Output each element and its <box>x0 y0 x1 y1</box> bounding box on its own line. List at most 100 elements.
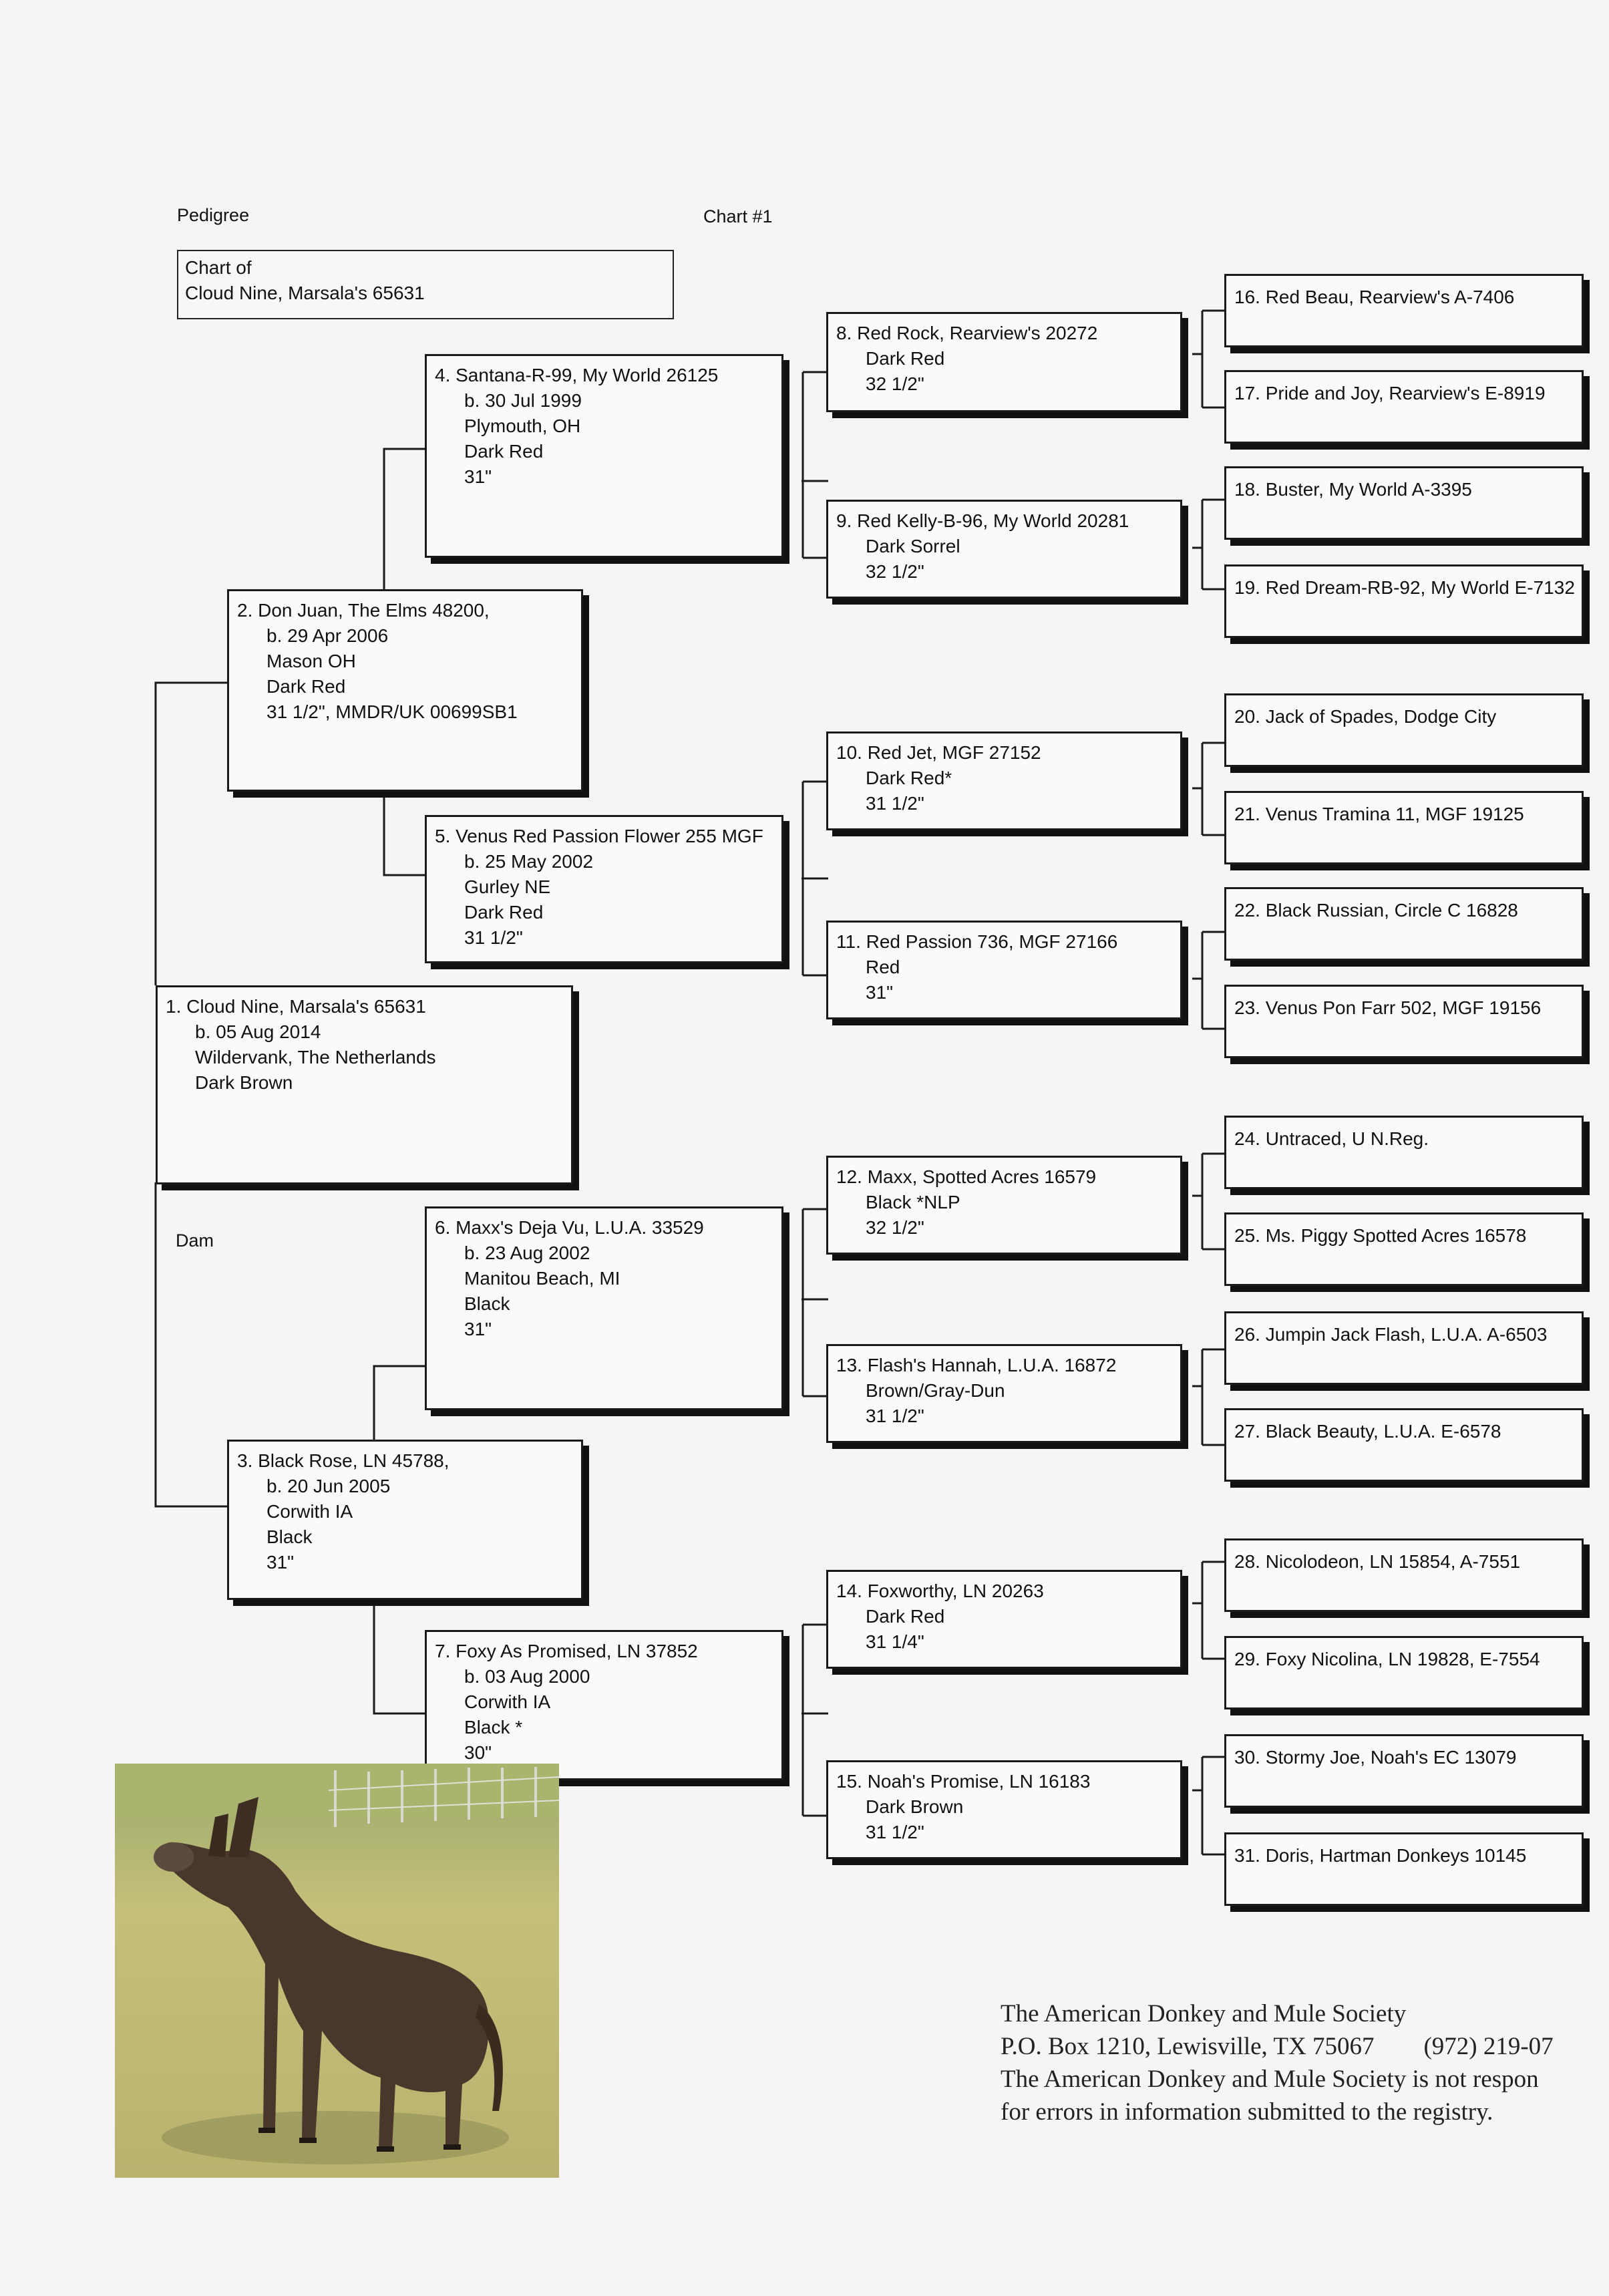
footer-org: The American Donkey and Mule Society <box>1001 2000 1407 2027</box>
animal-name: 16. Red Beau, Rearview's A-7406 <box>1234 287 1515 307</box>
animal-name: 14. Foxworthy, LN 20263 <box>836 1581 1044 1601</box>
animal-color: Dark Brown <box>866 1796 964 1817</box>
animal-20: 20. Jack of Spades, Dodge City <box>1224 693 1584 767</box>
animal-name: 18. Buster, My World A-3395 <box>1234 479 1472 500</box>
animal-name: 19. Red Dream-RB-92, My World E-7132 <box>1234 577 1575 598</box>
animal-name: 7. Foxy As Promised, LN 37852 <box>435 1641 698 1661</box>
animal-name: 21. Venus Tramina 11, MGF 19125 <box>1234 804 1524 824</box>
animal-name: 11. Red Passion 736, MGF 27166 <box>836 931 1118 952</box>
animal-2-sire: 2. Don Juan, The Elms 48200, b. 29 Apr 2… <box>227 589 583 792</box>
animal-name: 4. Santana-R-99, My World 26125 <box>435 365 719 385</box>
footer-disclaimer-2: for errors in information submitted to t… <box>1001 2098 1493 2126</box>
animal-19: 19. Red Dream-RB-92, My World E-7132 <box>1224 564 1584 638</box>
animal-name: 24. Untraced, U N.Reg. <box>1234 1128 1429 1149</box>
animal-color: Black <box>266 1526 313 1547</box>
animal-born: b. 23 Aug 2002 <box>464 1243 590 1263</box>
animal-height: 32 1/2" <box>866 373 924 394</box>
chart-of-label: Chart of <box>185 257 252 278</box>
animal-16: 16. Red Beau, Rearview's A-7406 <box>1224 274 1584 347</box>
animal-height: 31 1/2" <box>464 927 523 948</box>
animal-color: Black *NLP <box>866 1192 960 1212</box>
animal-color: Dark Red <box>866 348 945 369</box>
animal-name: 20. Jack of Spades, Dodge City <box>1234 706 1497 727</box>
animal-color: Dark Red* <box>866 768 952 788</box>
animal-name: 13. Flash's Hannah, L.U.A. 16872 <box>836 1355 1117 1375</box>
animal-color: Black * <box>464 1717 523 1738</box>
animal-height: 31" <box>464 466 492 487</box>
footer-address: P.O. Box 1210, Lewisville, TX 75067 <box>1001 2033 1375 2060</box>
animal-color: Dark Brown <box>195 1072 293 1093</box>
animal-height: 32 1/2" <box>866 561 924 582</box>
animal-height: 31" <box>266 1552 295 1573</box>
animal-name: 25. Ms. Piggy Spotted Acres 16578 <box>1234 1225 1527 1246</box>
animal-color: Dark Red <box>866 1606 945 1627</box>
animal-14: 14. Foxworthy, LN 20263 Dark Red 31 1/4" <box>826 1570 1182 1669</box>
animal-30: 30. Stormy Joe, Noah's EC 13079 <box>1224 1734 1584 1808</box>
animal-12: 12. Maxx, Spotted Acres 16579 Black *NLP… <box>826 1156 1182 1255</box>
animal-name: 2. Don Juan, The Elms 48200, <box>237 600 490 621</box>
animal-color: Dark Red <box>464 902 544 923</box>
animal-name: 9. Red Kelly-B-96, My World 20281 <box>836 510 1129 531</box>
animal-24: 24. Untraced, U N.Reg. <box>1224 1116 1584 1189</box>
dam-label: Dam <box>176 1231 214 1251</box>
animal-place: Corwith IA <box>464 1691 551 1712</box>
animal-name: 10. Red Jet, MGF 27152 <box>836 742 1041 763</box>
animal-1-subject: 1. Cloud Nine, Marsala's 65631 b. 05 Aug… <box>156 985 573 1184</box>
animal-height: 30" <box>464 1742 492 1763</box>
chart-subject: Cloud Nine, Marsala's 65631 <box>185 283 425 303</box>
animal-4: 4. Santana-R-99, My World 26125 b. 30 Ju… <box>425 354 783 558</box>
animal-31: 31. Doris, Hartman Donkeys 10145 <box>1224 1832 1584 1906</box>
animal-height: 31" <box>464 1319 492 1339</box>
chart-number: Chart #1 <box>703 206 773 226</box>
animal-3-dam: 3. Black Rose, LN 45788, b. 20 Jun 2005 … <box>227 1440 583 1600</box>
animal-name: 23. Venus Pon Farr 502, MGF 19156 <box>1234 997 1542 1018</box>
animal-color: Black <box>464 1293 510 1314</box>
animal-8: 8. Red Rock, Rearview's 20272 Dark Red 3… <box>826 312 1182 412</box>
animal-9: 9. Red Kelly-B-96, My World 20281 Dark S… <box>826 500 1182 599</box>
animal-13: 13. Flash's Hannah, L.U.A. 16872 Brown/G… <box>826 1344 1182 1443</box>
animal-color: Dark Sorrel <box>866 536 960 556</box>
animal-name: 6. Maxx's Deja Vu, L.U.A. 33529 <box>435 1217 704 1238</box>
animal-name: 3. Black Rose, LN 45788, <box>237 1450 450 1471</box>
footer: The American Donkey and Mule Society P.O… <box>1001 1997 1609 2128</box>
animal-18: 18. Buster, My World A-3395 <box>1224 466 1584 540</box>
animal-name: 27. Black Beauty, L.U.A. E-6578 <box>1234 1421 1501 1442</box>
animal-color: Dark Red <box>266 676 346 697</box>
animal-born: b. 03 Aug 2000 <box>464 1666 590 1687</box>
animal-name: 22. Black Russian, Circle C 16828 <box>1234 900 1518 921</box>
animal-25: 25. Ms. Piggy Spotted Acres 16578 <box>1224 1212 1584 1286</box>
animal-28: 28. Nicolodeon, LN 15854, A-7551 <box>1224 1538 1584 1612</box>
animal-height: 31 1/2", MMDR/UK 00699SB1 <box>266 701 518 722</box>
animal-born: b. 30 Jul 1999 <box>464 390 582 411</box>
animal-name: 5. Venus Red Passion Flower 255 MGF <box>435 826 763 846</box>
animal-17: 17. Pride and Joy, Rearview's E-8919 <box>1224 370 1584 444</box>
animal-color: Brown/Gray-Dun <box>866 1380 1005 1401</box>
animal-27: 27. Black Beauty, L.U.A. E-6578 <box>1224 1408 1584 1482</box>
animal-26: 26. Jumpin Jack Flash, L.U.A. A-6503 <box>1224 1311 1584 1385</box>
animal-21: 21. Venus Tramina 11, MGF 19125 <box>1224 791 1584 864</box>
animal-name: 29. Foxy Nicolina, LN 19828, E-7554 <box>1234 1649 1540 1669</box>
animal-height: 31" <box>866 982 894 1003</box>
animal-born: b. 05 Aug 2014 <box>195 1021 321 1042</box>
animal-name: 26. Jumpin Jack Flash, L.U.A. A-6503 <box>1234 1324 1548 1345</box>
animal-11: 11. Red Passion 736, MGF 27166 Red 31" <box>826 921 1182 1019</box>
animal-10: 10. Red Jet, MGF 27152 Dark Red* 31 1/2" <box>826 731 1182 830</box>
animal-born: b. 29 Apr 2006 <box>266 625 389 646</box>
animal-born: b. 20 Jun 2005 <box>266 1476 391 1496</box>
animal-name: 8. Red Rock, Rearview's 20272 <box>836 323 1098 343</box>
footer-disclaimer-1: The American Donkey and Mule Society is … <box>1001 2066 1539 2093</box>
animal-22: 22. Black Russian, Circle C 16828 <box>1224 887 1584 961</box>
animal-name: 31. Doris, Hartman Donkeys 10145 <box>1234 1845 1527 1866</box>
animal-place: Gurley NE <box>464 876 551 897</box>
animal-height: 31 1/2" <box>866 793 924 814</box>
footer-address-line: P.O. Box 1210, Lewisville, TX 75067(972)… <box>1001 2030 1609 2063</box>
animal-29: 29. Foxy Nicolina, LN 19828, E-7554 <box>1224 1636 1584 1709</box>
animal-name: 12. Maxx, Spotted Acres 16579 <box>836 1166 1097 1187</box>
animal-name: 28. Nicolodeon, LN 15854, A-7551 <box>1234 1551 1521 1572</box>
animal-5: 5. Venus Red Passion Flower 255 MGF b. 2… <box>425 815 783 963</box>
page-title: Pedigree <box>177 205 250 225</box>
animal-height: 31 1/2" <box>866 1406 924 1426</box>
animal-height: 32 1/2" <box>866 1217 924 1238</box>
animal-color: Dark Red <box>464 441 544 462</box>
